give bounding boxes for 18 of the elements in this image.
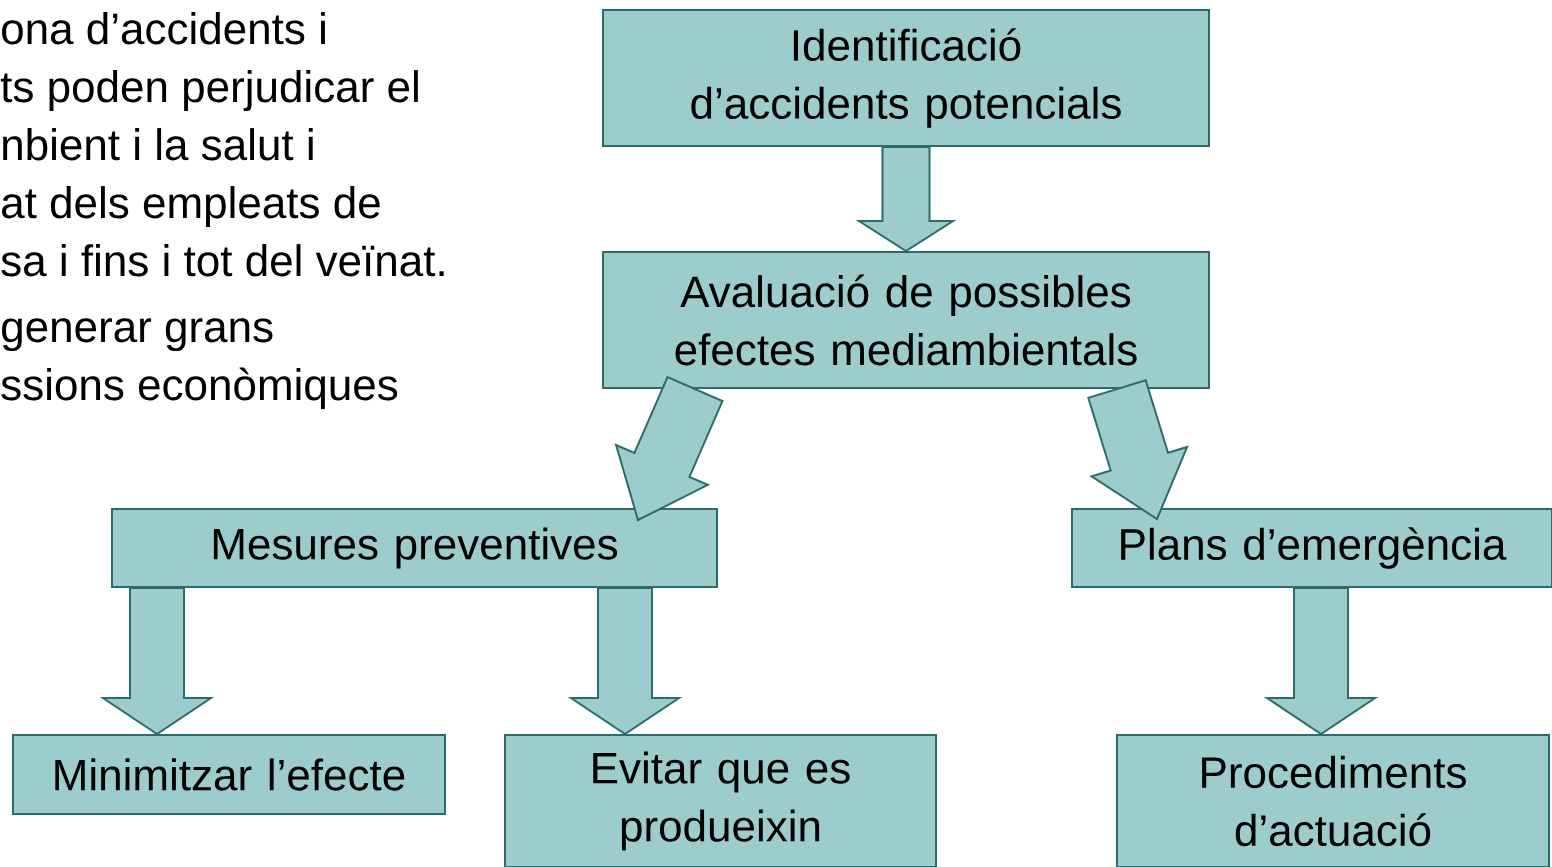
process-box: Procediments d’actuació xyxy=(1116,734,1550,867)
block-arrow xyxy=(1263,587,1379,736)
body-text: at dels empleats de xyxy=(2,186,380,228)
body-text: sa i fins i tot del veïnat. xyxy=(1,244,444,277)
body-text: ona d’accidents i xyxy=(2,12,325,45)
body-text: nbient i la salut i xyxy=(3,128,313,161)
process-box: Avaluació de possibles efectes mediambientals xyxy=(602,251,1210,389)
block-arrow xyxy=(567,587,683,736)
process-box: Minimitzar l’efecte xyxy=(12,734,446,815)
body-text: ssions econòmiques xyxy=(1,367,398,410)
process-box: Evitar que es produeixin xyxy=(504,734,937,867)
block-arrow xyxy=(99,587,215,736)
body-text: generar grans xyxy=(2,318,273,352)
body-text: ts poden perjudicar el xyxy=(0,70,418,112)
process-box: Mesures preventives xyxy=(111,508,718,588)
process-box: Identificació d’accidents potencials xyxy=(602,9,1210,147)
process-box: Plans d’emergència xyxy=(1071,508,1552,588)
block-arrow xyxy=(855,146,957,253)
